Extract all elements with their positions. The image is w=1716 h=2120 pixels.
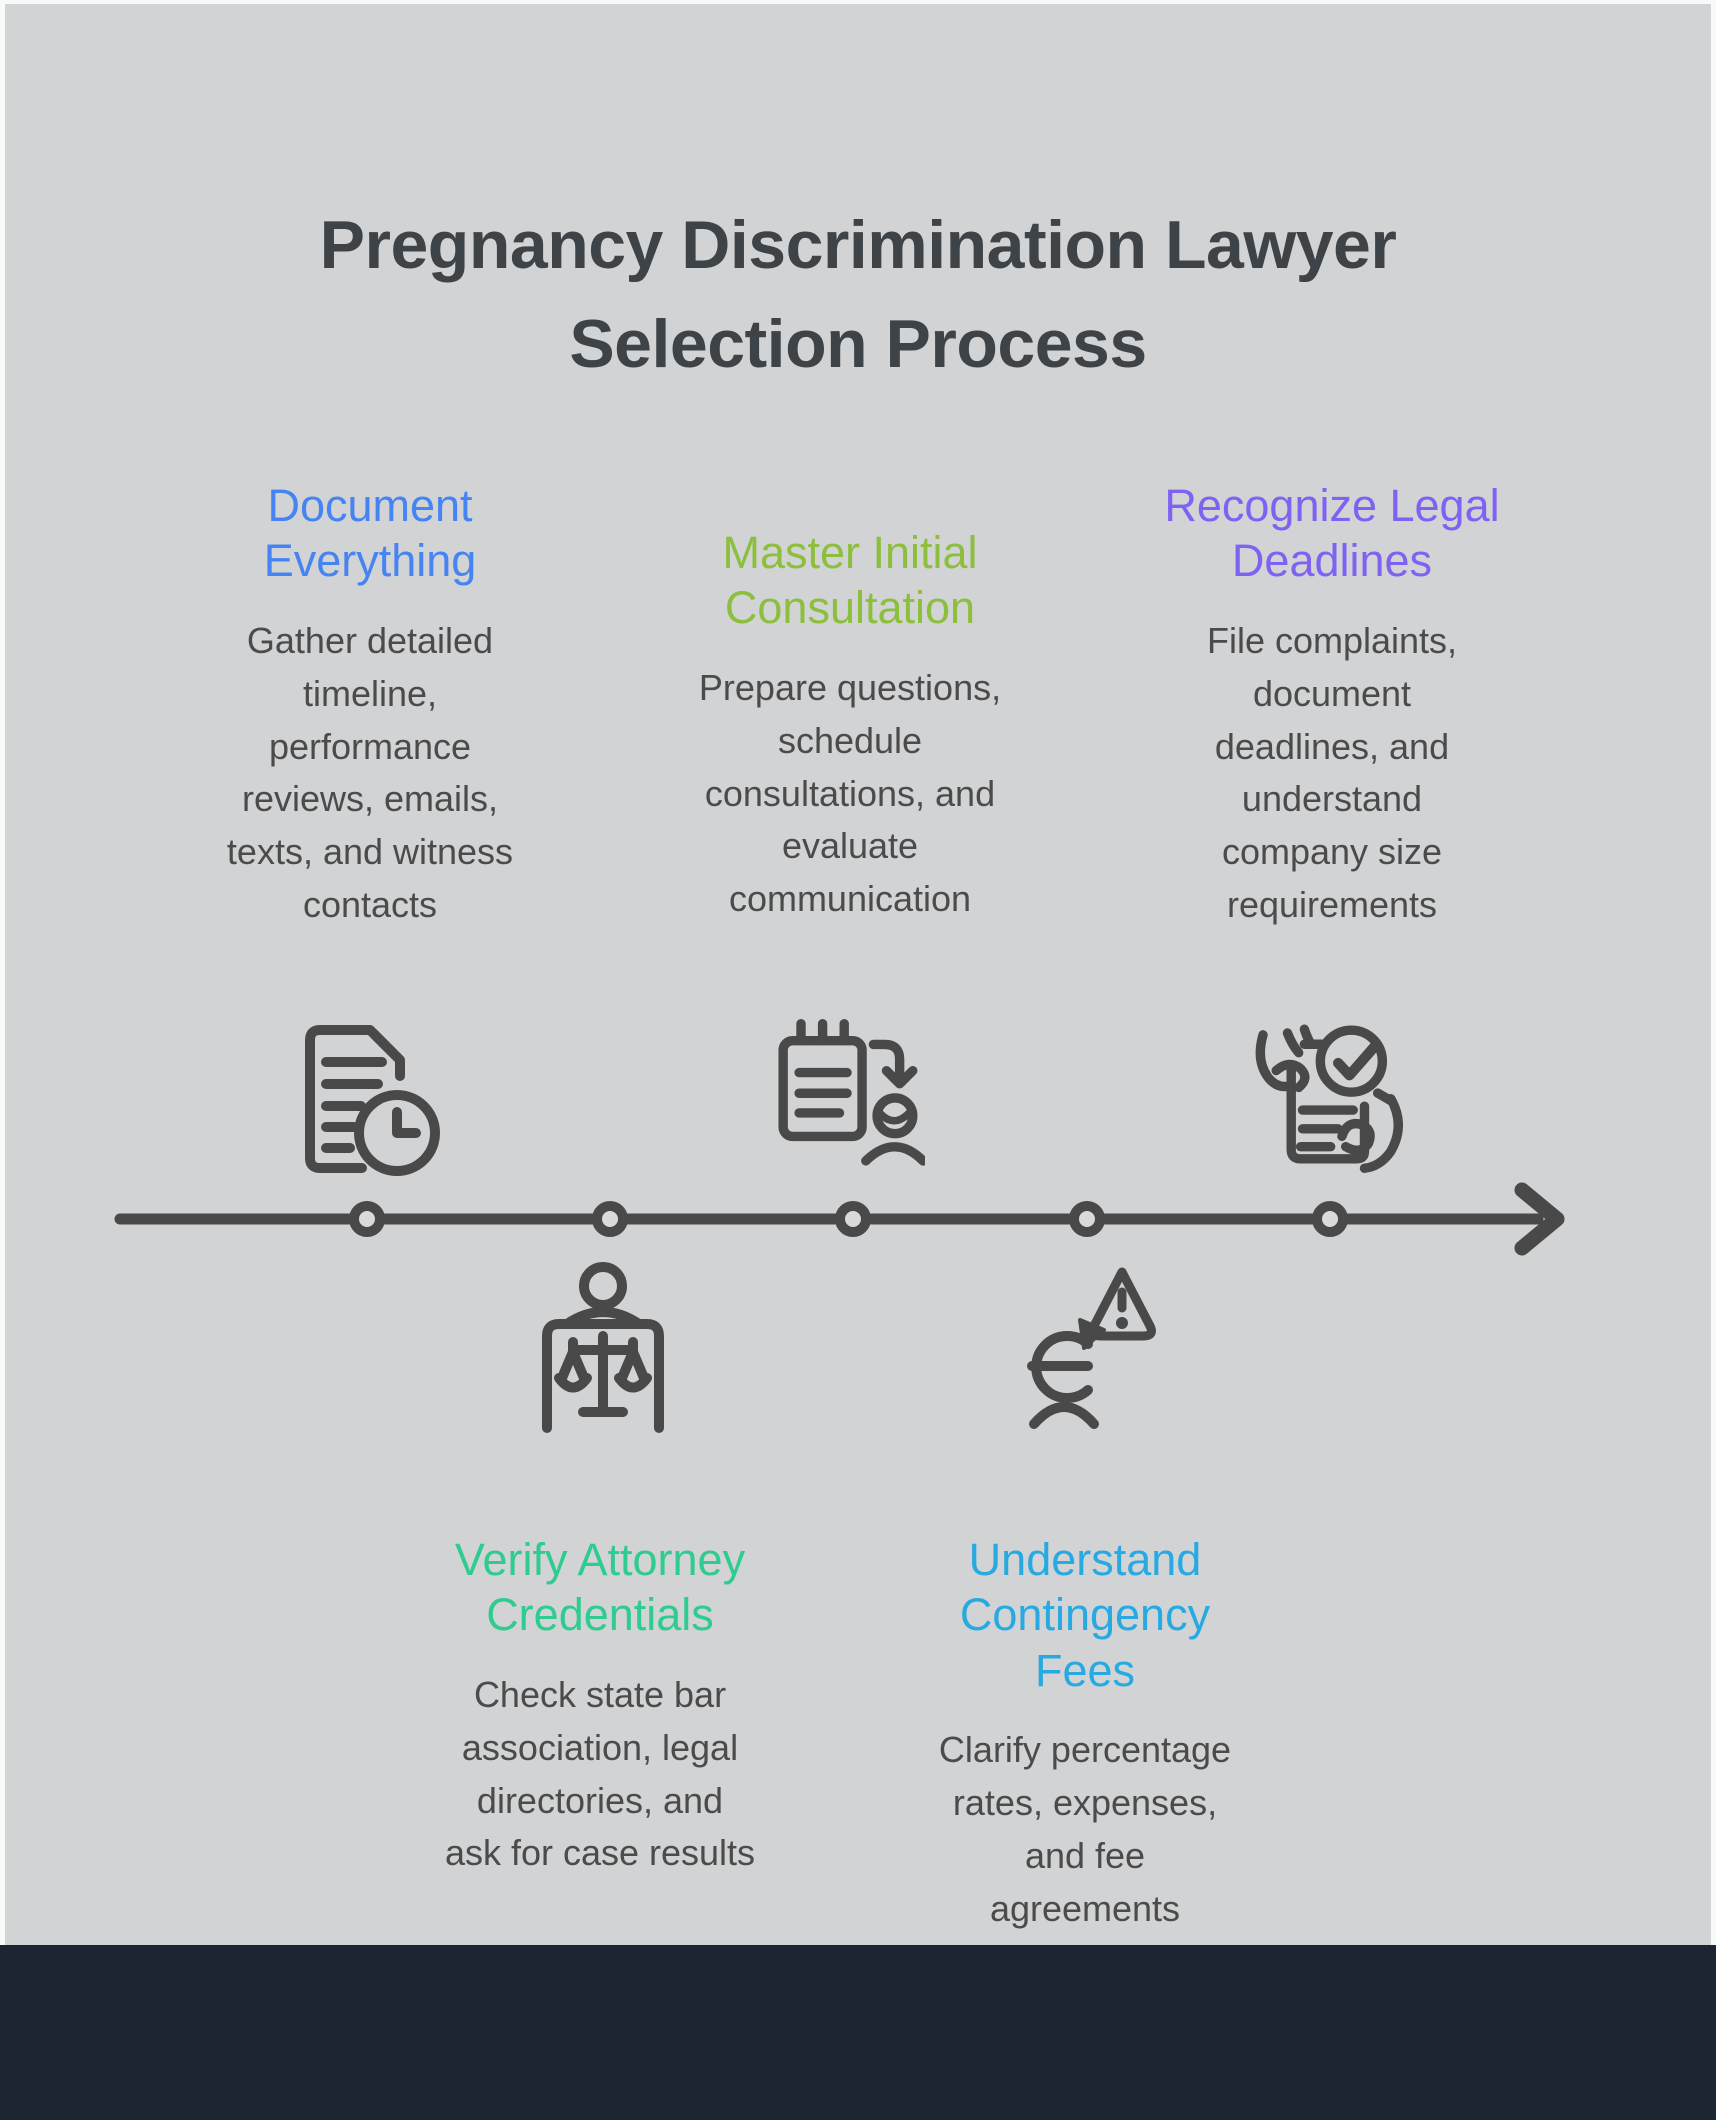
step-understand-contingency-fees: Understand Contingency Fees Clarify perc… [885, 1532, 1285, 1936]
gray-panel [5, 4, 1711, 1945]
step-description: File complaints, document deadlines, and… [1206, 619, 1458, 926]
hands-check-icon [1248, 1020, 1403, 1185]
step-label: Understand Contingency Fees [959, 1534, 1211, 1696]
timeline-node-4 [1069, 1201, 1105, 1237]
timeline-axis [114, 1182, 1565, 1256]
timeline-node-2 [592, 1201, 628, 1237]
step-verify-attorney-credentials: Verify Attorney Credentials Check state … [390, 1532, 810, 1880]
step-recognize-legal-deadlines: Recognize Legal Deadlines File complaint… [1142, 478, 1522, 932]
step-label: Document Everything [263, 480, 477, 587]
step-master-initial-consultation: Master Initial Consultation Prepare ques… [660, 525, 1040, 926]
page-title: Pregnancy Discrimination Lawyer Selectio… [319, 207, 1397, 382]
timeline-node-5 [1312, 1201, 1348, 1237]
euro-warning-icon [1010, 1262, 1160, 1432]
step-label: Recognize Legal Deadlines [1164, 480, 1500, 587]
step-label: Verify Attorney Credentials [454, 1534, 746, 1641]
timeline-node-1 [349, 1201, 385, 1237]
step-document-everything: Document Everything Gather detailed time… [180, 478, 560, 932]
person-scales-icon [533, 1262, 673, 1434]
document-clock-icon [290, 1020, 440, 1178]
arrow-head-icon [1514, 1182, 1565, 1256]
timeline-node-3 [835, 1201, 871, 1237]
footer-bar [0, 1945, 1716, 2120]
step-description: Check state bar association, legal direc… [444, 1673, 756, 1874]
notepad-person-icon [770, 1016, 925, 1178]
step-label: Master Initial Consultation [722, 527, 978, 634]
step-description: Prepare questions, schedule consultation… [698, 666, 1002, 920]
step-description: Gather detailed timeline, performance re… [226, 619, 514, 926]
step-description: Clarify percentage rates, expenses, and … [938, 1729, 1232, 1929]
